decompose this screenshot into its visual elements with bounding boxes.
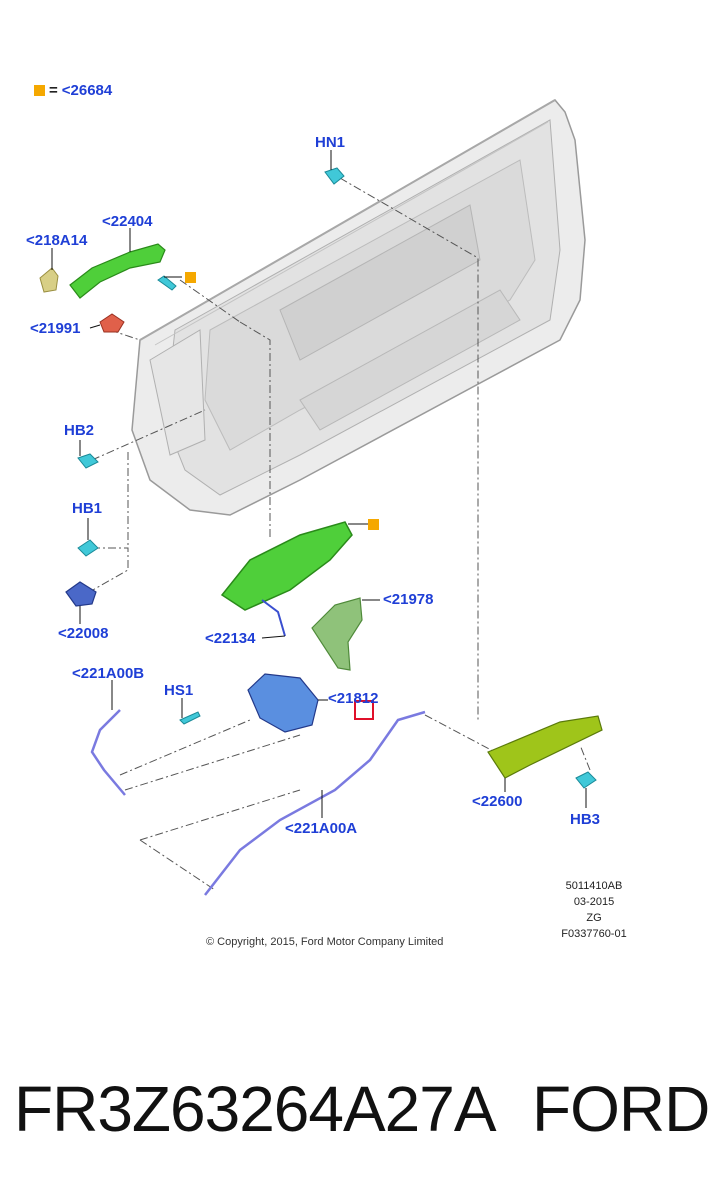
- brand-name: FORD: [532, 1073, 708, 1145]
- meta-line-1: 5011410AB: [565, 880, 623, 892]
- door-inner-panel: [131, 99, 586, 516]
- orange-marker-bolt: [185, 272, 196, 283]
- bracket-21978: [311, 597, 363, 671]
- cap-218a14: [39, 267, 59, 293]
- latch-21812: [247, 673, 319, 733]
- callout-22404[interactable]: <22404: [102, 213, 153, 230]
- callout-21991[interactable]: <21991: [30, 320, 81, 337]
- cable-221a00b: [90, 709, 126, 796]
- highlight-box: [354, 700, 374, 720]
- part-number: FR3Z63264A27A: [14, 1073, 497, 1145]
- callout-hb2[interactable]: HB2: [64, 422, 95, 439]
- meta-line-4: F0337760-01: [561, 928, 627, 940]
- callout-hn1[interactable]: HN1: [315, 134, 346, 151]
- callout-hb1[interactable]: HB1: [72, 500, 103, 517]
- outer-handle-22404: [69, 243, 166, 299]
- bolt-hb2: [77, 453, 99, 469]
- legend-equals: =: [49, 82, 58, 99]
- part-21991: [99, 313, 125, 333]
- meta-line-3: ZG: [586, 912, 602, 924]
- cable-221a00a: [204, 710, 426, 896]
- bolt-near-handle: [157, 275, 177, 291]
- callout-22600[interactable]: <22600: [472, 793, 523, 810]
- callout-hb3[interactable]: HB3: [570, 811, 601, 828]
- callout-hs1[interactable]: HS1: [164, 682, 194, 699]
- screw-hs1: [179, 711, 201, 725]
- callout-22008[interactable]: <22008: [58, 625, 109, 642]
- rod-22134: [261, 599, 286, 637]
- meta-line-2: 03-2015: [573, 896, 615, 908]
- callout-221a00a[interactable]: <221A00A: [285, 820, 358, 837]
- legend-color-square: [34, 85, 45, 96]
- clip-hn1: [324, 167, 345, 185]
- copyright-notice: © Copyright, 2015, Ford Motor Company Li…: [206, 936, 444, 948]
- callout-218a14[interactable]: <218A14: [26, 232, 88, 249]
- bolt-hb3: [575, 771, 597, 789]
- drawing-meta: 5011410AB 03-2015 ZG F0337760-01: [540, 878, 648, 942]
- callout-22134[interactable]: <22134: [205, 630, 256, 647]
- callout-221a00b[interactable]: <221A00B: [72, 665, 145, 682]
- bezel-22008: [65, 581, 97, 607]
- switch-22600: [487, 715, 603, 779]
- door-exploded-diagram: [39, 99, 603, 896]
- callout-21812[interactable]: <21812: [328, 690, 379, 707]
- legend-code[interactable]: <26684: [61, 82, 113, 99]
- callout-21978[interactable]: <21978: [383, 591, 434, 608]
- orange-marker-handle: [368, 519, 379, 530]
- legend: = <26684: [34, 82, 112, 99]
- bolt-hb1: [77, 539, 99, 557]
- label-leaders: [51, 150, 587, 818]
- handle-reinforcement: [220, 521, 353, 611]
